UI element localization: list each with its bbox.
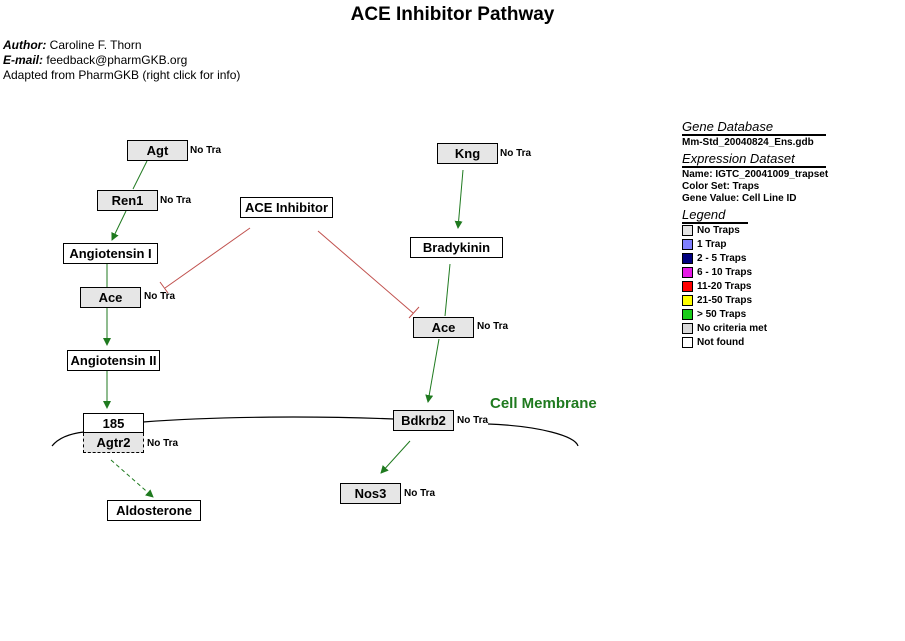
gene-value-agtr2: No Tra <box>147 438 179 449</box>
node-kng[interactable]: Kng <box>437 143 498 164</box>
node-angiotensin-i[interactable]: Angiotensin I <box>63 243 158 264</box>
legend-label: Not found <box>697 337 745 348</box>
edge-agtr2-aldosterone <box>110 459 154 498</box>
color-set: Color Set: Traps <box>682 181 760 192</box>
node-185[interactable]: 185 <box>83 413 144 433</box>
legend-swatch <box>682 337 693 348</box>
adapted-note[interactable]: Adapted from PharmGKB (right click for i… <box>3 68 241 82</box>
legend-swatch <box>682 253 693 264</box>
legend-swatch <box>682 281 693 292</box>
legend-item: 11-20 Traps <box>682 280 751 293</box>
edge-ren1-angiotensin1 <box>111 210 127 241</box>
legend-label: 2 - 5 Traps <box>697 253 747 264</box>
gene-value-nos3: No Tra <box>404 488 436 499</box>
expression-dataset-name: Name: IGTC_20041009_trapset <box>682 169 829 180</box>
legend-item: 21-50 Traps <box>682 294 752 307</box>
cell-membrane-label: Cell Membrane <box>490 395 597 412</box>
legend-label: 6 - 10 Traps <box>697 267 753 278</box>
node-ace-left[interactable]: Ace <box>80 287 141 308</box>
legend-label: > 50 Traps <box>697 309 747 320</box>
inhibit-ace-right <box>317 230 414 314</box>
node-bdkrb2[interactable]: Bdkrb2 <box>393 410 454 431</box>
author-label: Author: <box>3 38 47 52</box>
node-nos3[interactable]: Nos3 <box>340 483 401 504</box>
legend-swatch <box>682 267 693 278</box>
edge-bdkrb2-nos3 <box>380 440 411 474</box>
node-ace-inhibitor[interactable]: ACE Inhibitor <box>240 197 333 218</box>
gene-value-bdkrb2: No Tra <box>457 415 489 426</box>
email-label: E-mail: <box>3 53 44 67</box>
legend-swatch <box>682 239 693 250</box>
gene-database-heading: Gene Database <box>682 119 826 136</box>
gene-value-setting: Gene Value: Cell Line ID <box>682 193 797 204</box>
edge-kng-bradykinin <box>454 169 464 229</box>
legend-item: No criteria met <box>682 322 767 335</box>
legend-item: No Traps <box>682 224 740 237</box>
legend-swatch <box>682 295 693 306</box>
gene-database-value: Mm-Std_20040824_Ens.gdb <box>682 137 814 148</box>
node-ace-right[interactable]: Ace <box>413 317 474 338</box>
edge-agt-ren1 <box>132 160 148 190</box>
node-agtr2[interactable]: Agtr2 <box>83 433 144 453</box>
legend-item: 6 - 10 Traps <box>682 266 752 279</box>
gene-value-ace-right: No Tra <box>477 321 509 332</box>
legend-item: Not found <box>682 336 744 349</box>
legend-swatch <box>682 309 693 320</box>
node-angiotensin-ii[interactable]: Angiotensin II <box>67 350 160 371</box>
gene-value-kng: No Tra <box>500 148 532 159</box>
author-value: Caroline F. Thorn <box>49 38 142 52</box>
gene-value-agt: No Tra <box>190 145 222 156</box>
legend-swatch <box>682 225 693 236</box>
cell-membrane-line <box>487 423 579 447</box>
inhibit-ace-right-bar <box>408 306 420 319</box>
legend-heading: Legend <box>682 207 748 224</box>
legend-label: 1 Trap <box>697 239 727 250</box>
legend-label: No criteria met <box>697 323 768 334</box>
legend-label: 11-20 Traps <box>697 281 752 292</box>
legend-label: No Traps <box>697 225 740 236</box>
email-line: E-mail: feedback@pharmGKB.org <box>3 53 187 68</box>
legend-swatch <box>682 323 693 334</box>
legend-label: 21-50 Traps <box>697 295 753 306</box>
node-agt[interactable]: Agt <box>127 140 188 161</box>
gene-value-ren1: No Tra <box>160 195 192 206</box>
node-bradykinin[interactable]: Bradykinin <box>410 237 503 258</box>
node-ren1[interactable]: Ren1 <box>97 190 158 211</box>
author-line: Author: Caroline F. Thorn <box>3 38 142 53</box>
gene-value-ace-left: No Tra <box>144 291 176 302</box>
cell-membrane-line <box>51 431 85 447</box>
expression-dataset-heading: Expression Dataset <box>682 151 826 168</box>
inhibit-ace-left <box>164 227 251 289</box>
legend-item: 1 Trap <box>682 238 726 251</box>
email-value[interactable]: feedback@pharmGKB.org <box>46 53 188 67</box>
legend-item: > 50 Traps <box>682 308 746 321</box>
edge-bradykinin-ace <box>444 263 451 317</box>
edge-ace-bdkrb2 <box>425 338 440 403</box>
inhibit-ace-left-bar <box>159 281 169 294</box>
node-aldosterone[interactable]: Aldosterone <box>107 500 201 521</box>
legend-item: 2 - 5 Traps <box>682 252 746 265</box>
page-title: ACE Inhibitor Pathway <box>350 4 555 25</box>
cell-membrane-line <box>142 416 395 423</box>
